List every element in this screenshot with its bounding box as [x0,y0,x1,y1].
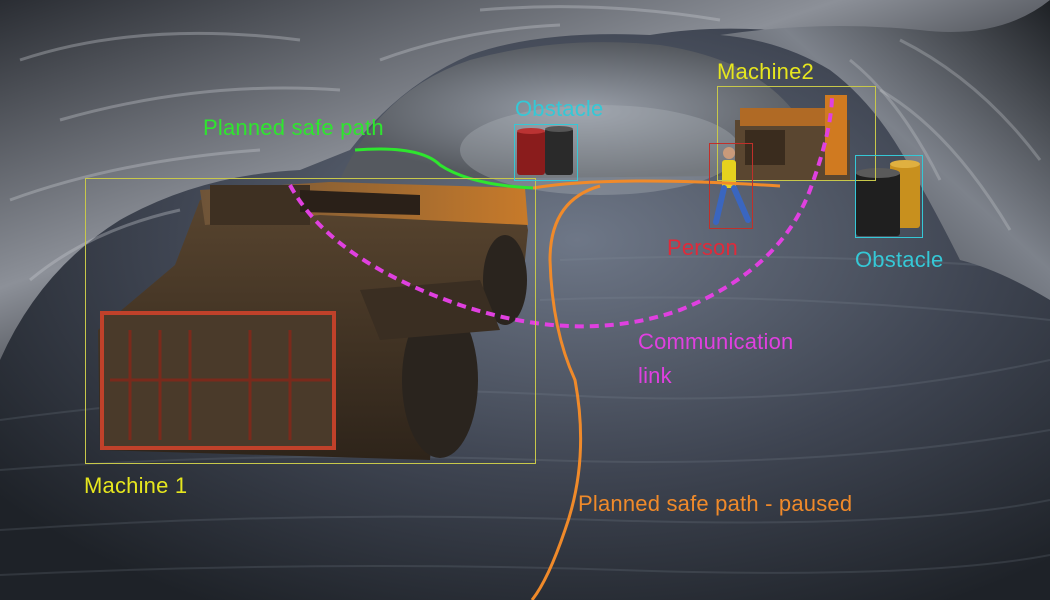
machine2-label: Machine2 [717,59,814,84]
planned-safe-path-paused-label: Planned safe path - paused [578,491,853,516]
communication-link-label-line1: Communication [638,329,794,354]
planned-safe-path-label: Planned safe path [203,115,384,140]
person-label: Person [667,235,738,260]
obstacle-right-bounding-box [855,155,923,238]
obstacle-left-label: Obstacle [515,96,604,121]
communication-link-label-line2: link [638,363,672,388]
obstacle-right-label: Obstacle [855,247,944,272]
person-bounding-box [709,143,753,229]
machine1-bounding-box [85,178,536,464]
obstacle-left-bounding-box [514,124,578,181]
machine1-label: Machine 1 [84,473,188,498]
machine2-bounding-box [717,86,876,181]
